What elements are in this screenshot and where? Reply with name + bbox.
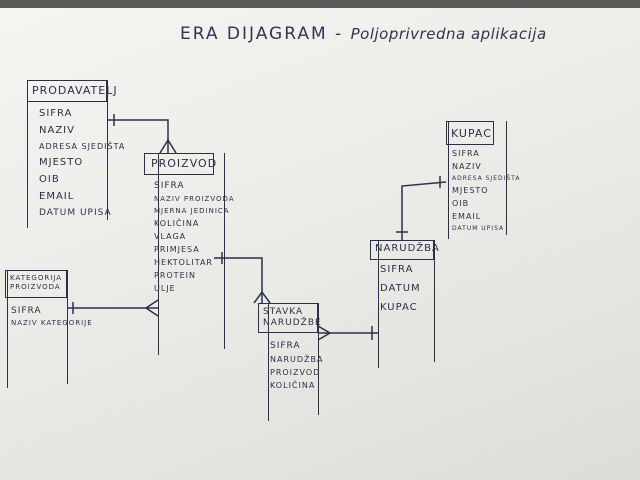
attribute: PROIZVOD <box>270 368 321 377</box>
entity-name: KATEGORIJA PROIZVODA <box>10 274 63 291</box>
attribute: ULJE <box>154 284 176 293</box>
attribute: DATUM UPISA <box>452 225 505 232</box>
diagram-title: ERA DIJAGRAM - Poljoprivredna aplikacija <box>180 24 547 44</box>
attribute: NARUDŽBA <box>270 355 324 364</box>
attribute: OIB <box>452 199 470 208</box>
attribute: EMAIL <box>39 191 75 202</box>
entity-name: PROIZVOD <box>151 157 218 170</box>
entity-kategorija-proizvoda: KATEGORIJA PROIZVODA SIFRA NAZIV KATEGOR… <box>5 270 92 388</box>
relation-kupac-narudzba <box>396 176 447 240</box>
attribute: ADRESA SJEDIŠTA <box>39 142 126 151</box>
entity-header: PROIZVOD <box>144 153 218 175</box>
attribute: MJESTO <box>452 186 489 195</box>
attribute-list: SIFRA NAZIV ADRESA SJEDIŠTA MJESTO OIB E… <box>39 108 125 218</box>
attribute: PROTEIN <box>154 271 196 280</box>
attribute: OIB <box>39 174 60 185</box>
attribute-list: SIFRA NAZIV KATEGORIJE <box>11 306 93 327</box>
attribute: SIFRA <box>39 108 73 119</box>
attribute: HEKTOLITAR <box>154 258 213 267</box>
attribute: SIFRA <box>380 264 414 275</box>
entity-prodavatelj: PRODAVATELJ SIFRA NAZIV ADRESA SJEDIŠTA … <box>27 80 124 228</box>
relation-kategorija-proizvod <box>67 299 159 317</box>
attribute: SIFRA <box>11 306 42 316</box>
title-subtitle: Poljoprivredna aplikacija <box>350 25 547 43</box>
attribute: PRIMJESA <box>154 245 200 254</box>
entity-kupac: KUPAC SIFRA NAZIV ADRESA SJEDIŠTA MJESTO… <box>446 121 520 239</box>
attribute-list: SIFRA NARUDŽBA PROIZVOD KOLIČINA <box>270 341 323 390</box>
entity-header: NARUDŽBA <box>370 240 439 260</box>
attribute: KOLIČINA <box>154 219 200 228</box>
attribute: NAZIV KATEGORIJE <box>11 319 93 327</box>
attribute: DATUM UPISA <box>39 208 112 218</box>
attribute: DATUM <box>380 283 421 294</box>
entity-stavka-narudzbe: STAVKA NARUDŽBE SIFRA NARUDŽBA PROIZVOD … <box>258 303 322 421</box>
attribute: KOLIČINA <box>270 381 316 390</box>
attribute: NAZIV PROIZVODA <box>154 195 235 203</box>
entity-narudzba: NARUDŽBA SIFRA DATUM KUPAC <box>370 240 439 368</box>
attribute: SIFRA <box>270 341 301 351</box>
entity-header: KUPAC <box>446 121 494 145</box>
relation-proizvod-stavka <box>214 252 271 304</box>
attribute: KUPAC <box>380 302 418 313</box>
attribute-list: SIFRA DATUM KUPAC <box>380 264 421 313</box>
attribute: NAZIV <box>39 125 75 136</box>
entity-header: STAVKA NARUDŽBE <box>258 303 322 333</box>
attribute: SIFRA <box>452 149 480 158</box>
attribute-list: SIFRA NAZIV ADRESA SJEDIŠTA MJESTO OIB E… <box>452 149 521 232</box>
entity-name: KUPAC <box>451 127 492 140</box>
entity-header: KATEGORIJA PROIZVODA <box>5 270 67 298</box>
attribute: MJESTO <box>39 157 84 168</box>
entity-name: STAVKA NARUDŽBE <box>263 307 322 328</box>
entity-name: NARUDŽBA <box>375 243 440 254</box>
relation-stavka-narudzba <box>317 325 378 341</box>
attribute: EMAIL <box>452 212 482 221</box>
attribute: NAZIV <box>452 162 482 171</box>
attribute: ADRESA SJEDIŠTA <box>452 175 521 182</box>
entity-name: PRODAVATELJ <box>32 84 118 97</box>
attribute-list: SIFRA NAZIV PROIZVODA MJERNA JEDINICA KO… <box>154 181 235 293</box>
entity-proizvod: PROIZVOD SIFRA NAZIV PROIZVODA MJERNA JE… <box>144 153 234 355</box>
attribute: SIFRA <box>154 181 185 191</box>
title-main: ERA DIJAGRAM <box>180 24 328 44</box>
title-dash: - <box>327 24 351 44</box>
attribute: VLAGA <box>154 232 187 241</box>
attribute: MJERNA JEDINICA <box>154 207 230 215</box>
relation-prodavatelj-proizvod <box>107 114 177 154</box>
